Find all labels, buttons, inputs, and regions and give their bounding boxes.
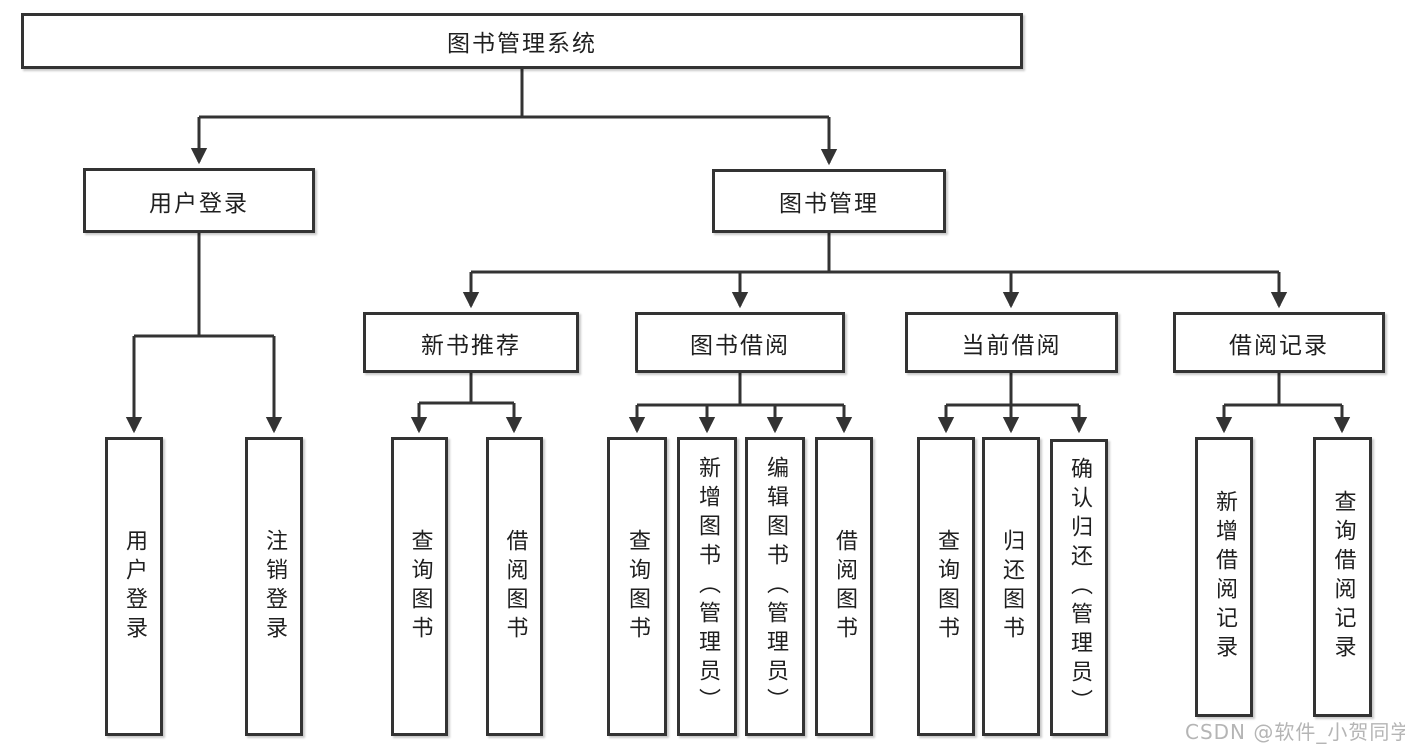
leaf-confirm-return-admin: 确认归还（管理员） — [1050, 439, 1108, 736]
node-borrowing-records: 借阅记录 — [1173, 312, 1385, 373]
node-book-borrowing: 图书借阅 — [635, 312, 845, 373]
csdn-watermark: CSDN @软件_小贺同学 — [1185, 720, 1405, 744]
leaf-query-books-nb: 查询图书 — [391, 437, 448, 736]
node-current-borrowing: 当前借阅 — [905, 312, 1118, 373]
leaf-add-borrow-record: 新增借阅记录 — [1195, 437, 1253, 717]
leaf-borrow-books-nb: 借阅图书 — [486, 437, 543, 736]
leaf-edit-books-admin: 编辑图书（管理员） — [745, 437, 805, 736]
leaf-return-books: 归还图书 — [982, 437, 1040, 736]
leaf-user-login: 用户登录 — [105, 437, 163, 736]
leaf-add-books-admin: 新增图书（管理员） — [677, 437, 737, 736]
leaf-query-books-br: 查询图书 — [607, 437, 667, 736]
node-user-login: 用户登录 — [83, 168, 315, 233]
leaf-query-books-cu: 查询图书 — [917, 437, 975, 736]
leaf-query-borrow-record: 查询借阅记录 — [1313, 437, 1372, 717]
leaf-borrow-books-br: 借阅图书 — [815, 437, 873, 736]
node-new-book-recommend: 新书推荐 — [363, 312, 579, 373]
node-root: 图书管理系统 — [21, 13, 1023, 69]
node-book-management: 图书管理 — [712, 169, 946, 233]
leaf-logout: 注销登录 — [245, 437, 303, 736]
